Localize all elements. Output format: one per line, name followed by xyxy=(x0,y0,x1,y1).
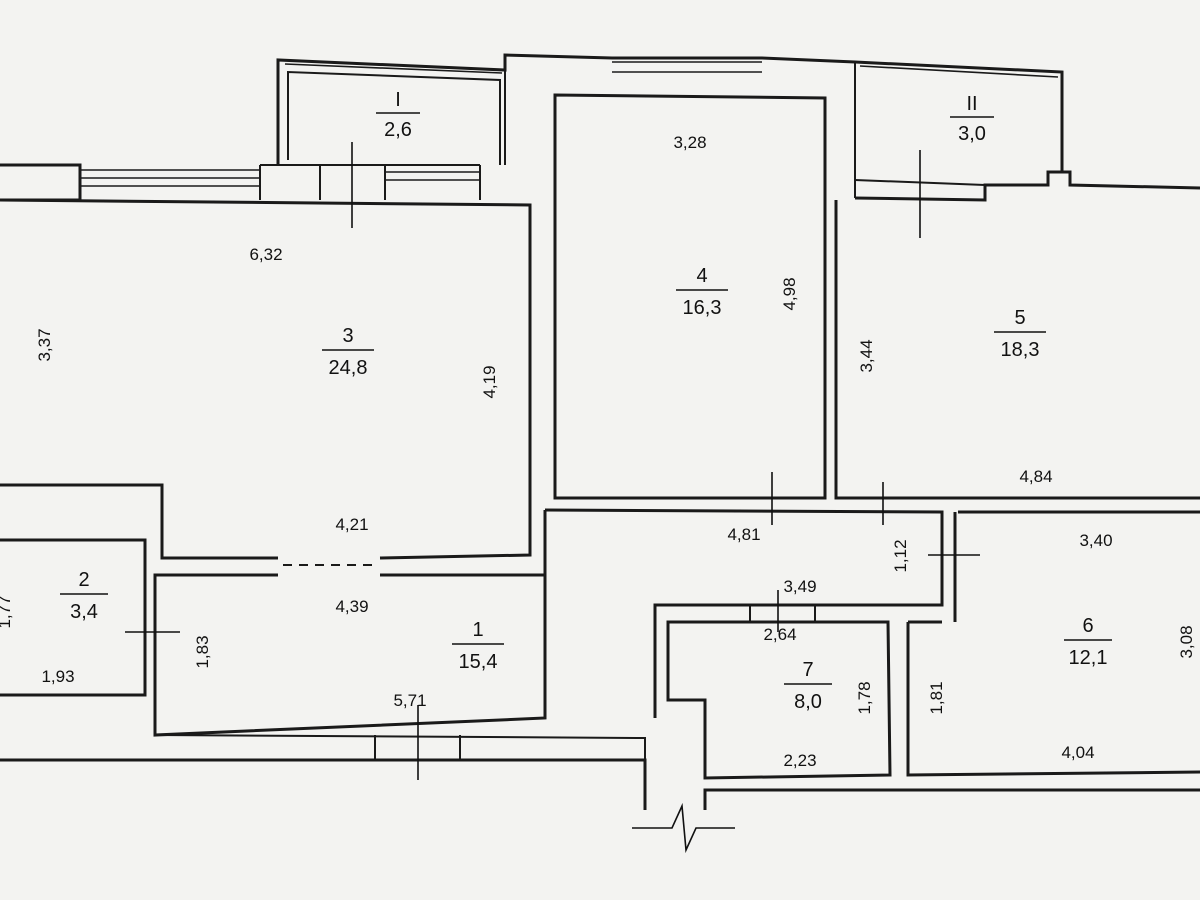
room-label-3: 3 24,8 xyxy=(322,325,374,379)
dim-r3-top: 6,32 xyxy=(249,245,282,264)
dim-r6-top: 3,40 xyxy=(1079,531,1112,550)
room-6-walls xyxy=(906,620,1200,777)
dim-r5-bottom: 4,84 xyxy=(1019,467,1052,486)
room-area: 24,8 xyxy=(329,357,368,379)
room-number: 6 xyxy=(1082,615,1093,637)
dim-r1-top: 4,39 xyxy=(335,597,368,616)
room-number: 4 xyxy=(696,265,707,287)
room-number: 5 xyxy=(1014,307,1025,329)
room-labels: 3 24,8 4 16,3 5 18,3 1 15,4 2 3,4 7 8,0 xyxy=(60,89,1112,713)
hall-walls xyxy=(153,508,1200,760)
dim-r7-right: 1,78 xyxy=(855,681,874,714)
balcony-i-outline xyxy=(276,53,1064,198)
room-label-5: 5 18,3 xyxy=(994,307,1046,361)
room-number: I xyxy=(395,89,401,111)
exterior-walls xyxy=(0,163,1200,810)
dim-r2-bottom: 1,93 xyxy=(41,667,74,686)
room-number: 1 xyxy=(472,619,483,641)
dim-hall-mid: 3,49 xyxy=(783,577,816,596)
room-number: 7 xyxy=(802,659,813,681)
balcony-label-ii: II 3,0 xyxy=(950,93,994,145)
room-3-windows xyxy=(80,164,481,200)
dim-r6-left: 1,81 xyxy=(927,681,946,714)
dim-r4-right: 4,98 xyxy=(780,277,799,310)
dim-r3-left: 3,37 xyxy=(35,328,54,361)
dim-r5-left: 3,44 xyxy=(857,339,876,372)
room-area: 8,0 xyxy=(794,691,822,713)
door-marks xyxy=(125,142,980,854)
dim-r7-bottom: 2,23 xyxy=(783,751,816,770)
dim-r1-bottom: 5,71 xyxy=(393,691,426,710)
dim-r3-bottom: 4,21 xyxy=(335,515,368,534)
room-4-walls xyxy=(553,93,827,500)
room-label-4: 4 16,3 xyxy=(676,265,728,319)
room-area: 15,4 xyxy=(459,651,498,673)
dim-r6-right: 3,08 xyxy=(1177,625,1196,658)
dim-r4-top: 3,28 xyxy=(673,133,706,152)
room-label-1: 1 15,4 xyxy=(452,619,504,673)
room-area: 3,0 xyxy=(958,123,986,145)
room-5-walls xyxy=(834,200,1200,500)
room-label-6: 6 12,1 xyxy=(1064,615,1112,669)
balcony-label-i: I 2,6 xyxy=(376,89,420,141)
room-label-7: 7 8,0 xyxy=(784,659,832,713)
dim-r3-right: 4,19 xyxy=(480,365,499,398)
dim-hall-width: 1,12 xyxy=(891,539,910,572)
dim-r6-bottom: 4,04 xyxy=(1061,743,1094,762)
dim-hall-top: 4,81 xyxy=(727,525,760,544)
dim-r1-left: 1,83 xyxy=(193,635,212,668)
room-number: II xyxy=(966,93,977,115)
dimension-labels: 6,32 3,37 4,19 4,21 3,28 4,98 3,44 4,84 … xyxy=(0,133,1196,770)
room-area: 16,3 xyxy=(683,297,722,319)
room-label-2: 2 3,4 xyxy=(60,569,108,623)
room-area: 12,1 xyxy=(1069,647,1108,669)
room-area: 18,3 xyxy=(1001,339,1040,361)
room-number: 2 xyxy=(78,569,89,591)
dim-r2-left: 1,77 xyxy=(0,595,14,628)
room-7-door xyxy=(749,605,816,622)
room-number: 3 xyxy=(342,325,353,347)
dim-r7-top: 2,64 xyxy=(763,625,796,644)
room-area: 2,6 xyxy=(384,119,412,141)
room-area: 3,4 xyxy=(70,601,98,623)
room-7-walls xyxy=(666,620,892,780)
